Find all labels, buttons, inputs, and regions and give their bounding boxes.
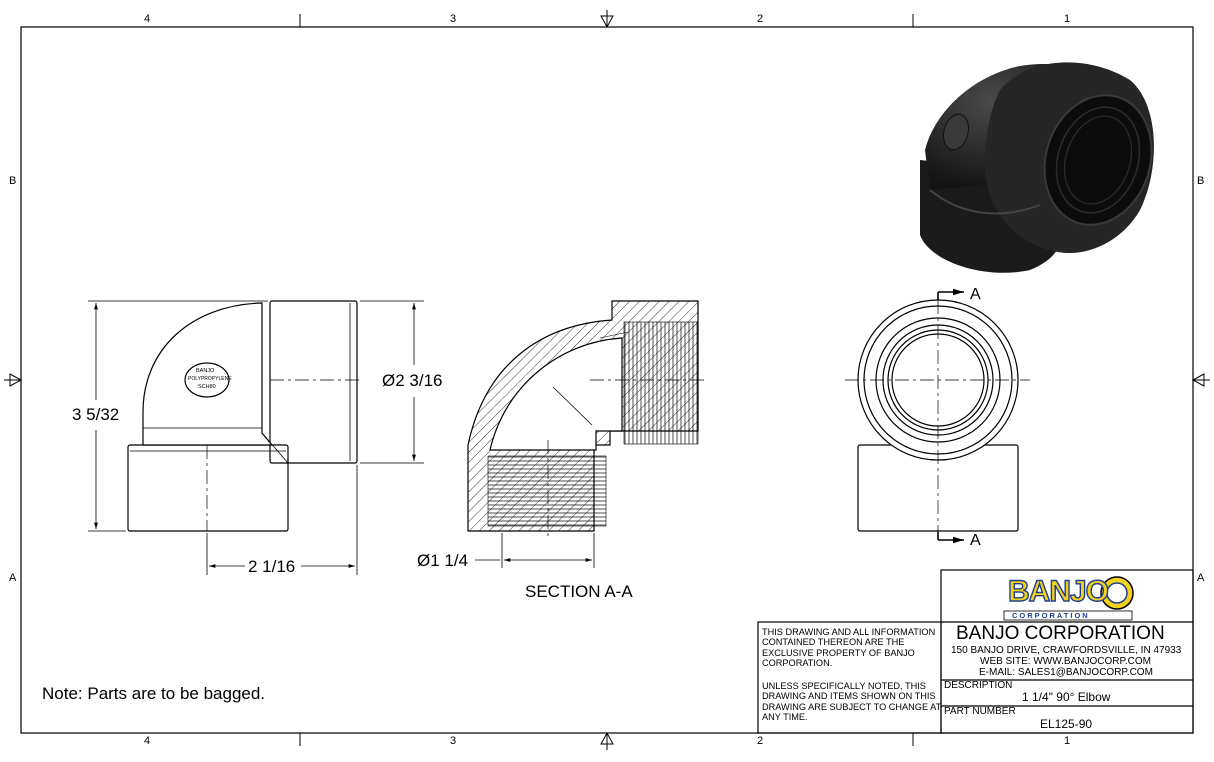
zone-row-label: B xyxy=(1197,175,1205,187)
width-dimension: 2 1/16 xyxy=(248,557,296,576)
drawing-note: Note: Parts are to be bagged. xyxy=(42,684,266,703)
banjo-logo xyxy=(1003,576,1134,621)
zone-col-label: 2 xyxy=(757,13,764,25)
zone-row-label: A xyxy=(1197,572,1205,584)
end-view xyxy=(845,288,1030,544)
company-address: 150 BANJO DRIVE, CRAWFORDSVILLE, IN 4793… xyxy=(951,645,1182,656)
disclaimer-change: UNLESS SPECIFICALLY NOTED, THIS DRAWING … xyxy=(762,681,942,723)
stamp-text: POLYPROPYLENE xyxy=(188,376,232,382)
zone-col-label: 1 xyxy=(1064,735,1071,747)
part-number-value: EL125-90 xyxy=(1040,717,1093,731)
zone-ticks xyxy=(4,10,1210,750)
height-dimension: 3 5/32 xyxy=(72,405,120,424)
zone-col-label: 3 xyxy=(450,735,457,747)
company-website: WEB SITE: WWW.BANJOCORP.COM xyxy=(980,656,1151,667)
elbow-3d-render xyxy=(920,62,1154,273)
zone-col-label: 1 xyxy=(1064,13,1071,25)
zone-row-label: A xyxy=(9,572,17,584)
section-label: SECTION A-A xyxy=(525,582,633,601)
section-view xyxy=(467,300,705,536)
zone-col-label: 2 xyxy=(757,735,764,747)
logo-text: BANJO xyxy=(1007,574,1109,608)
section-marker: A xyxy=(970,532,981,549)
company-name: BANJO CORPORATION xyxy=(956,623,1165,644)
title-block-frame xyxy=(757,569,1194,734)
zone-col-label: 4 xyxy=(144,735,151,747)
part-number-label: PART NUMBER xyxy=(944,706,1016,717)
company-email: E-MAIL: SALES1@BANJOCORP.COM xyxy=(979,667,1153,678)
stamp-oval xyxy=(184,362,230,398)
zone-col-label: 4 xyxy=(144,13,151,25)
section-dimensions xyxy=(475,533,595,568)
stamp-text: BANJO xyxy=(196,368,215,374)
description-value: 1 1/4" 90° Elbow xyxy=(1022,690,1111,704)
description-label: DESCRIPTION xyxy=(944,680,1013,691)
zone-col-label: 3 xyxy=(450,13,457,25)
disclaimer-ownership: THIS DRAWING AND ALL INFORMATION CONTAIN… xyxy=(762,627,936,669)
front-view xyxy=(127,300,360,532)
thread-diameter-dimension: Ø1 1/4 xyxy=(417,551,469,570)
section-marker: A xyxy=(970,286,981,303)
zone-row-label: B xyxy=(9,175,17,187)
outer-diameter-dimension: Ø2 3/16 xyxy=(382,371,443,390)
logo-subtext: CORPORATION xyxy=(1012,611,1090,620)
stamp-text: SCH80 xyxy=(198,384,216,390)
front-dimensions xyxy=(88,300,424,575)
